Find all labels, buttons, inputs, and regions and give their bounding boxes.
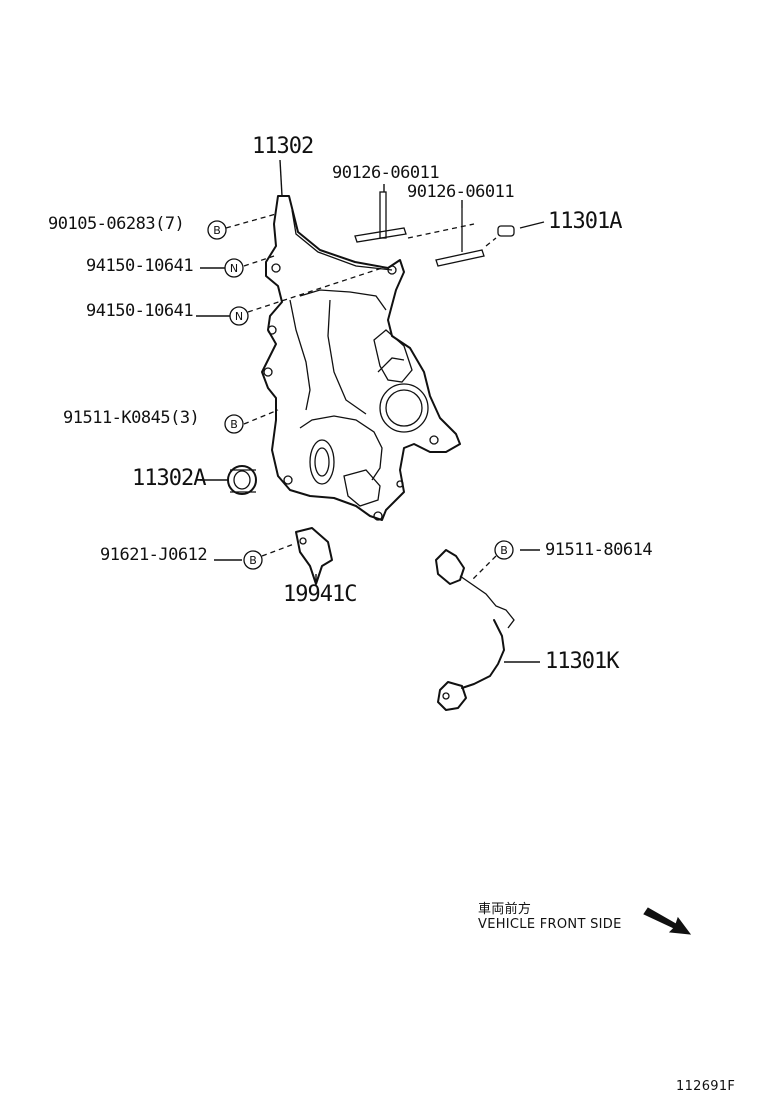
marker-b-90105: B xyxy=(207,220,227,240)
label-91621: 91621-J0612 xyxy=(100,545,208,565)
svg-text:B: B xyxy=(213,224,221,237)
label-91511-k: 91511-K0845(3) xyxy=(63,408,200,428)
orientation-en: VEHICLE FRONT SIDE xyxy=(478,917,622,932)
label-11302: 11302 xyxy=(252,134,314,159)
orientation-jp: 車両前方 xyxy=(478,902,532,917)
diagram-id: 112691F xyxy=(676,1079,736,1094)
marker-n-94150-b: N xyxy=(229,306,249,326)
label-11301K: 11301K xyxy=(545,649,619,674)
label-11301A: 11301A xyxy=(548,209,622,234)
label-90126-a: 90126-06011 xyxy=(332,163,440,183)
leader-lines xyxy=(196,159,545,663)
label-91511-8: 91511-80614 xyxy=(545,540,653,560)
label-90126-b: 90126-06011 xyxy=(407,182,515,202)
front-arrow-icon xyxy=(643,907,692,935)
bracket-19941C xyxy=(295,527,333,585)
label-94150-b: 94150-10641 xyxy=(86,301,194,321)
stud-90126-b xyxy=(435,208,485,267)
svg-text:B: B xyxy=(249,554,257,567)
label-11302A: 11302A xyxy=(132,466,206,491)
sensor-11301K xyxy=(435,549,515,711)
dowel-pin-11301A xyxy=(497,225,515,237)
oil-seal-11302A xyxy=(227,465,257,495)
label-90105: 90105-06283(7) xyxy=(48,214,185,234)
stud-90126-a xyxy=(354,191,407,243)
label-94150-a: 94150-10641 xyxy=(86,256,194,276)
label-19941C: 19941C xyxy=(283,582,357,607)
marker-b-91511-8: B xyxy=(494,540,514,560)
marker-b-91621: B xyxy=(243,550,263,570)
svg-text:N: N xyxy=(235,310,243,323)
svg-text:B: B xyxy=(500,544,508,557)
svg-text:B: B xyxy=(230,418,238,431)
timing-cover-11302 xyxy=(261,195,461,521)
svg-text:N: N xyxy=(230,262,238,275)
marker-b-91511-k: B xyxy=(224,414,244,434)
marker-n-94150-a: N xyxy=(224,258,244,278)
